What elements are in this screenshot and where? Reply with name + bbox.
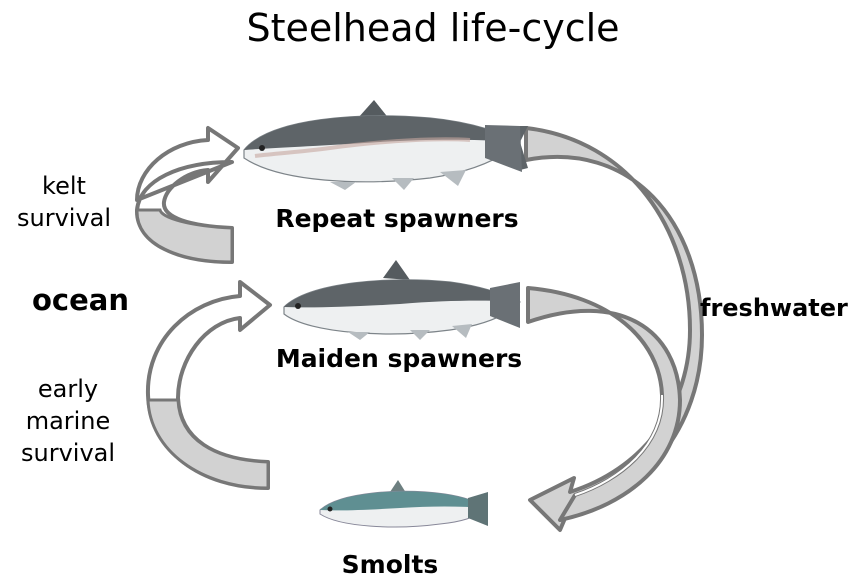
repeat-spawner-fish	[244, 100, 528, 190]
early-marine-line-2: marine	[8, 405, 128, 437]
maiden-spawner-fish	[284, 260, 520, 340]
early-marine-line-1: early	[8, 373, 128, 405]
freshwater-inner-arrow	[528, 288, 680, 520]
diagram-title: Steelhead life-cycle	[0, 6, 866, 50]
ocean-label: ocean	[32, 283, 129, 317]
freshwater-label: freshwater	[700, 294, 848, 322]
maiden-spawners-label: Maiden spawners	[268, 344, 530, 373]
smolts-label: Smolts	[330, 550, 450, 579]
early-marine-survival-label: early marine survival	[8, 373, 128, 469]
smolt-fish	[320, 480, 488, 527]
kelt-survival-label: kelt survival	[8, 170, 120, 234]
repeat-spawners-label: Repeat spawners	[268, 204, 526, 233]
kelt-survival-line-1: kelt	[8, 170, 120, 202]
early-marine-arrow-shade	[148, 400, 268, 488]
early-marine-line-3: survival	[8, 437, 128, 469]
kelt-survival-line-2: survival	[8, 202, 120, 234]
freshwater-outer-arrow	[526, 128, 702, 530]
kelt-survival-arrow-shade	[137, 210, 232, 262]
